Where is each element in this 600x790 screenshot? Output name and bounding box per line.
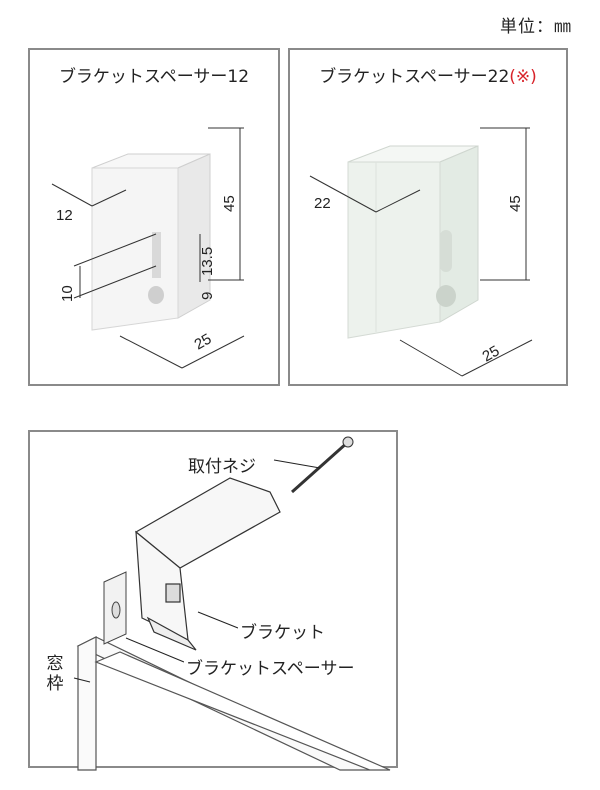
spacer12-dim-width: 12 xyxy=(56,207,73,224)
spacer22-diagram: 22 45 25 xyxy=(309,127,533,377)
screw-label: 取付ネジ xyxy=(186,452,258,477)
spacer12-dim-slot: 13.5 xyxy=(199,247,216,276)
spacer22-note-mark: (※) xyxy=(509,67,537,87)
spacer12-dim-height: 45 xyxy=(221,195,238,212)
spacer22-title-row: ブラケットスペーサー22(※) xyxy=(290,62,566,87)
install-diagram xyxy=(73,436,391,771)
frame-vertical xyxy=(77,636,97,771)
spacer22-dim-height: 45 xyxy=(507,195,524,212)
install-screw xyxy=(291,440,349,494)
spacer12-diagram: 12 45 13.5 9 10 25 xyxy=(51,127,245,369)
frame-label-char-1: 窓 xyxy=(46,654,64,674)
spacer22-front-face xyxy=(347,161,441,339)
bracket-label: ブラケット xyxy=(238,618,327,643)
spacer12-front-face xyxy=(91,167,179,331)
spacer12-dim-offset: 10 xyxy=(59,285,76,302)
spacer-label: ブラケットスペーサー xyxy=(184,654,357,679)
install-panel: 取付ネジ ブラケット ブラケットスペーサー 窓 枠 xyxy=(28,430,398,771)
unit-label: 単位：㎜ xyxy=(500,17,572,37)
spacer22-title: ブラケットスペーサー22 xyxy=(319,67,510,87)
install-bracket-tab xyxy=(165,583,181,603)
spacer22-dim-depth: 25 xyxy=(480,342,503,365)
frame-label: 窓 枠 xyxy=(44,654,66,694)
spacer22-dim-width: 22 xyxy=(314,195,331,212)
spacer22-panel: ブラケットスペーサー22(※) 22 45 25 xyxy=(288,48,568,386)
spacer12-slot xyxy=(152,232,161,278)
spacer12-panel: ブラケットスペーサー12 12 45 13.5 9 10 25 xyxy=(28,48,280,386)
install-spacer-hole xyxy=(111,601,121,619)
spacer12-dim-depth: 25 xyxy=(192,330,215,353)
spacer12-dim-hole: 9 xyxy=(199,292,216,300)
frame-inner xyxy=(94,651,391,771)
spacer22-slot xyxy=(440,230,452,272)
install-bracket-arm xyxy=(146,616,197,651)
spacer12-hole xyxy=(148,286,164,304)
spacer12-title: ブラケットスペーサー12 xyxy=(58,67,250,87)
frame-label-char-2: 枠 xyxy=(46,674,64,694)
spacer22-hole xyxy=(436,285,456,307)
install-screw-head xyxy=(342,436,354,448)
